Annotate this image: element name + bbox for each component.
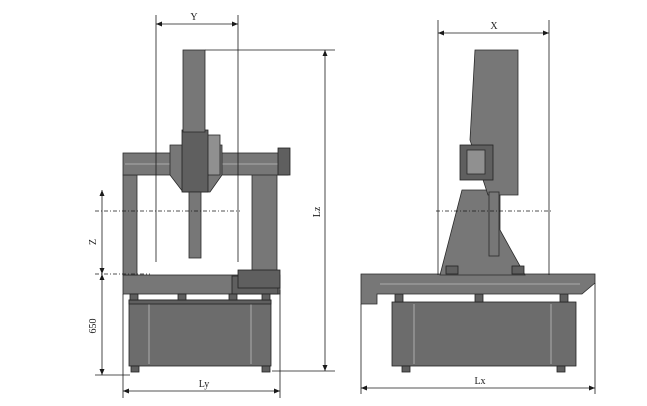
side-view: Y Z 650 Lz Ly [88, 12, 335, 398]
front-base-block [391, 301, 577, 367]
dim-label-lz: Lz [312, 206, 323, 217]
side-base-block [128, 299, 272, 367]
side-z-ram-probe [188, 191, 202, 259]
front-view: X Lx [360, 20, 596, 394]
dim-label-z: Z [88, 239, 99, 245]
dim-label-x: X [490, 21, 498, 32]
side-foot-right [261, 365, 271, 373]
front-foot-right [556, 365, 566, 373]
front-foot-left [401, 365, 411, 373]
side-z-ram-upper [182, 49, 206, 133]
dim-label-lx: Lx [474, 376, 485, 387]
dim-label-650: 650 [88, 319, 99, 334]
side-right-column [251, 164, 278, 276]
front-z-ram-probe [488, 191, 500, 257]
front-table [360, 273, 596, 305]
dim-label-ly: Ly [199, 379, 210, 390]
side-foot-left [130, 365, 140, 373]
dim-label-y: Y [190, 12, 197, 23]
front-column-pedestal [439, 189, 526, 276]
side-left-column [122, 174, 138, 276]
